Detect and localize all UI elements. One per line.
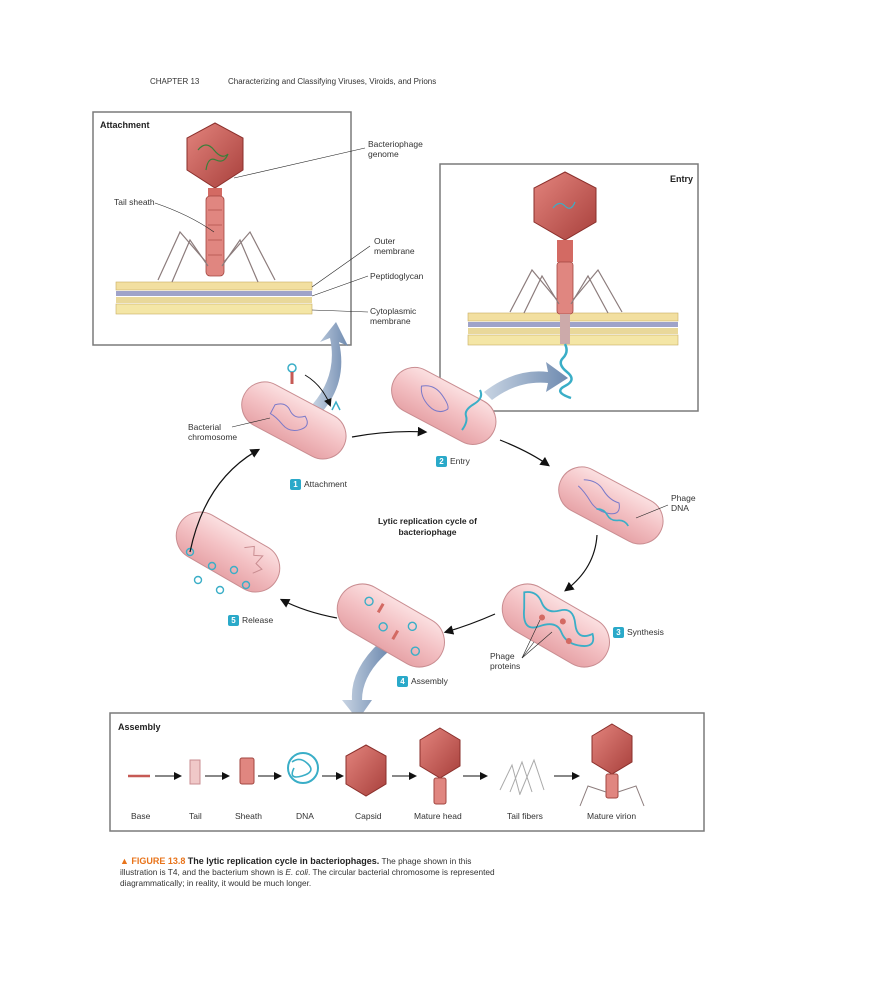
step-2-badge: 2 — [436, 456, 447, 467]
step-1-badge: 1 — [290, 479, 301, 490]
caption-text-1: The phage shown in this illustration is … — [120, 856, 472, 877]
label-tail-sheath: Tail sheath — [114, 197, 155, 207]
bacterium-release — [175, 511, 281, 593]
free-phage-head — [287, 363, 297, 373]
part-base: Base — [131, 811, 151, 821]
entry-membranes — [467, 312, 679, 346]
part-mature-virion: Mature virion — [587, 811, 637, 821]
cycle-title: Lytic replication cycle of bacteriophage — [378, 516, 477, 537]
arrow-synthesis-to-assembly — [443, 613, 496, 635]
assembly-sequence — [128, 723, 645, 807]
part-dna: DNA — [296, 811, 314, 821]
arrow-attachment-to-entry — [351, 426, 428, 438]
part-tail-fibers: Tail fibers — [507, 811, 543, 821]
bacterium-synthesis — [501, 583, 610, 668]
bacterium-phage-dna — [558, 466, 664, 545]
figure-caption: ▲ FIGURE 13.8 The lytic replication cycl… — [120, 856, 500, 889]
assembly-panel-title: Assembly — [118, 722, 161, 732]
step-5-label: Release — [242, 615, 274, 625]
bacterium-attachment — [241, 381, 347, 460]
arrow-entry-to-synthesis — [499, 439, 550, 467]
label-phage-proteins: Phage proteins — [490, 651, 521, 671]
arrow-assembly-to-release — [279, 598, 338, 619]
bacterium-entry — [391, 366, 497, 445]
step-3-badge: 3 — [613, 627, 624, 638]
label-cytoplasmic-membrane: Cytoplasmic membrane — [370, 306, 417, 326]
part-mature-head: Mature head — [414, 811, 462, 821]
step-1-label: Attachment — [304, 479, 347, 489]
zoom-arrow-entry — [484, 362, 568, 400]
attached-phage — [157, 122, 276, 283]
figure-title: The lytic replication cycle in bacteriop… — [187, 856, 380, 866]
released-phages — [185, 547, 251, 595]
zoom-arrow-assembly — [342, 642, 388, 720]
arrow-release-to-attachment — [189, 448, 261, 553]
caption-italic: E. coli — [285, 867, 308, 877]
membrane-layers — [115, 281, 313, 315]
figure-number: ▲ FIGURE 13.8 — [120, 856, 186, 866]
bacterium-assembly — [336, 583, 445, 668]
attachment-panel-title: Attachment — [100, 120, 150, 130]
step-4-label: Assembly — [411, 676, 448, 686]
entering-phage — [509, 171, 623, 400]
caption-text-2: . The circular bacterial chromosome is r… — [120, 867, 495, 888]
part-tail: Tail — [189, 811, 202, 821]
chapter-title: Characterizing and Classifying Viruses, … — [228, 77, 437, 86]
label-bacterial-chromosome: Bacterial chromosome — [188, 422, 238, 442]
part-sheath: Sheath — [235, 811, 262, 821]
step-2-label: Entry — [450, 456, 470, 466]
step-4-badge: 4 — [397, 676, 408, 687]
part-capsid: Capsid — [355, 811, 382, 821]
label-outer-membrane: Outer membrane — [374, 236, 415, 256]
arrow-synthesis-down — [564, 534, 598, 592]
step-3-label: Synthesis — [627, 627, 664, 637]
step-5-badge: 5 — [228, 615, 239, 626]
chapter-label: CHAPTER 13 — [150, 77, 200, 86]
zoom-arrow-attachment — [312, 322, 348, 412]
label-bacteriophage-genome: Bacteriophage genome — [368, 139, 423, 159]
entry-panel-title: Entry — [670, 174, 694, 184]
label-peptidoglycan: Peptidoglycan — [370, 271, 424, 281]
label-phage-dna: Phage DNA — [671, 493, 696, 513]
